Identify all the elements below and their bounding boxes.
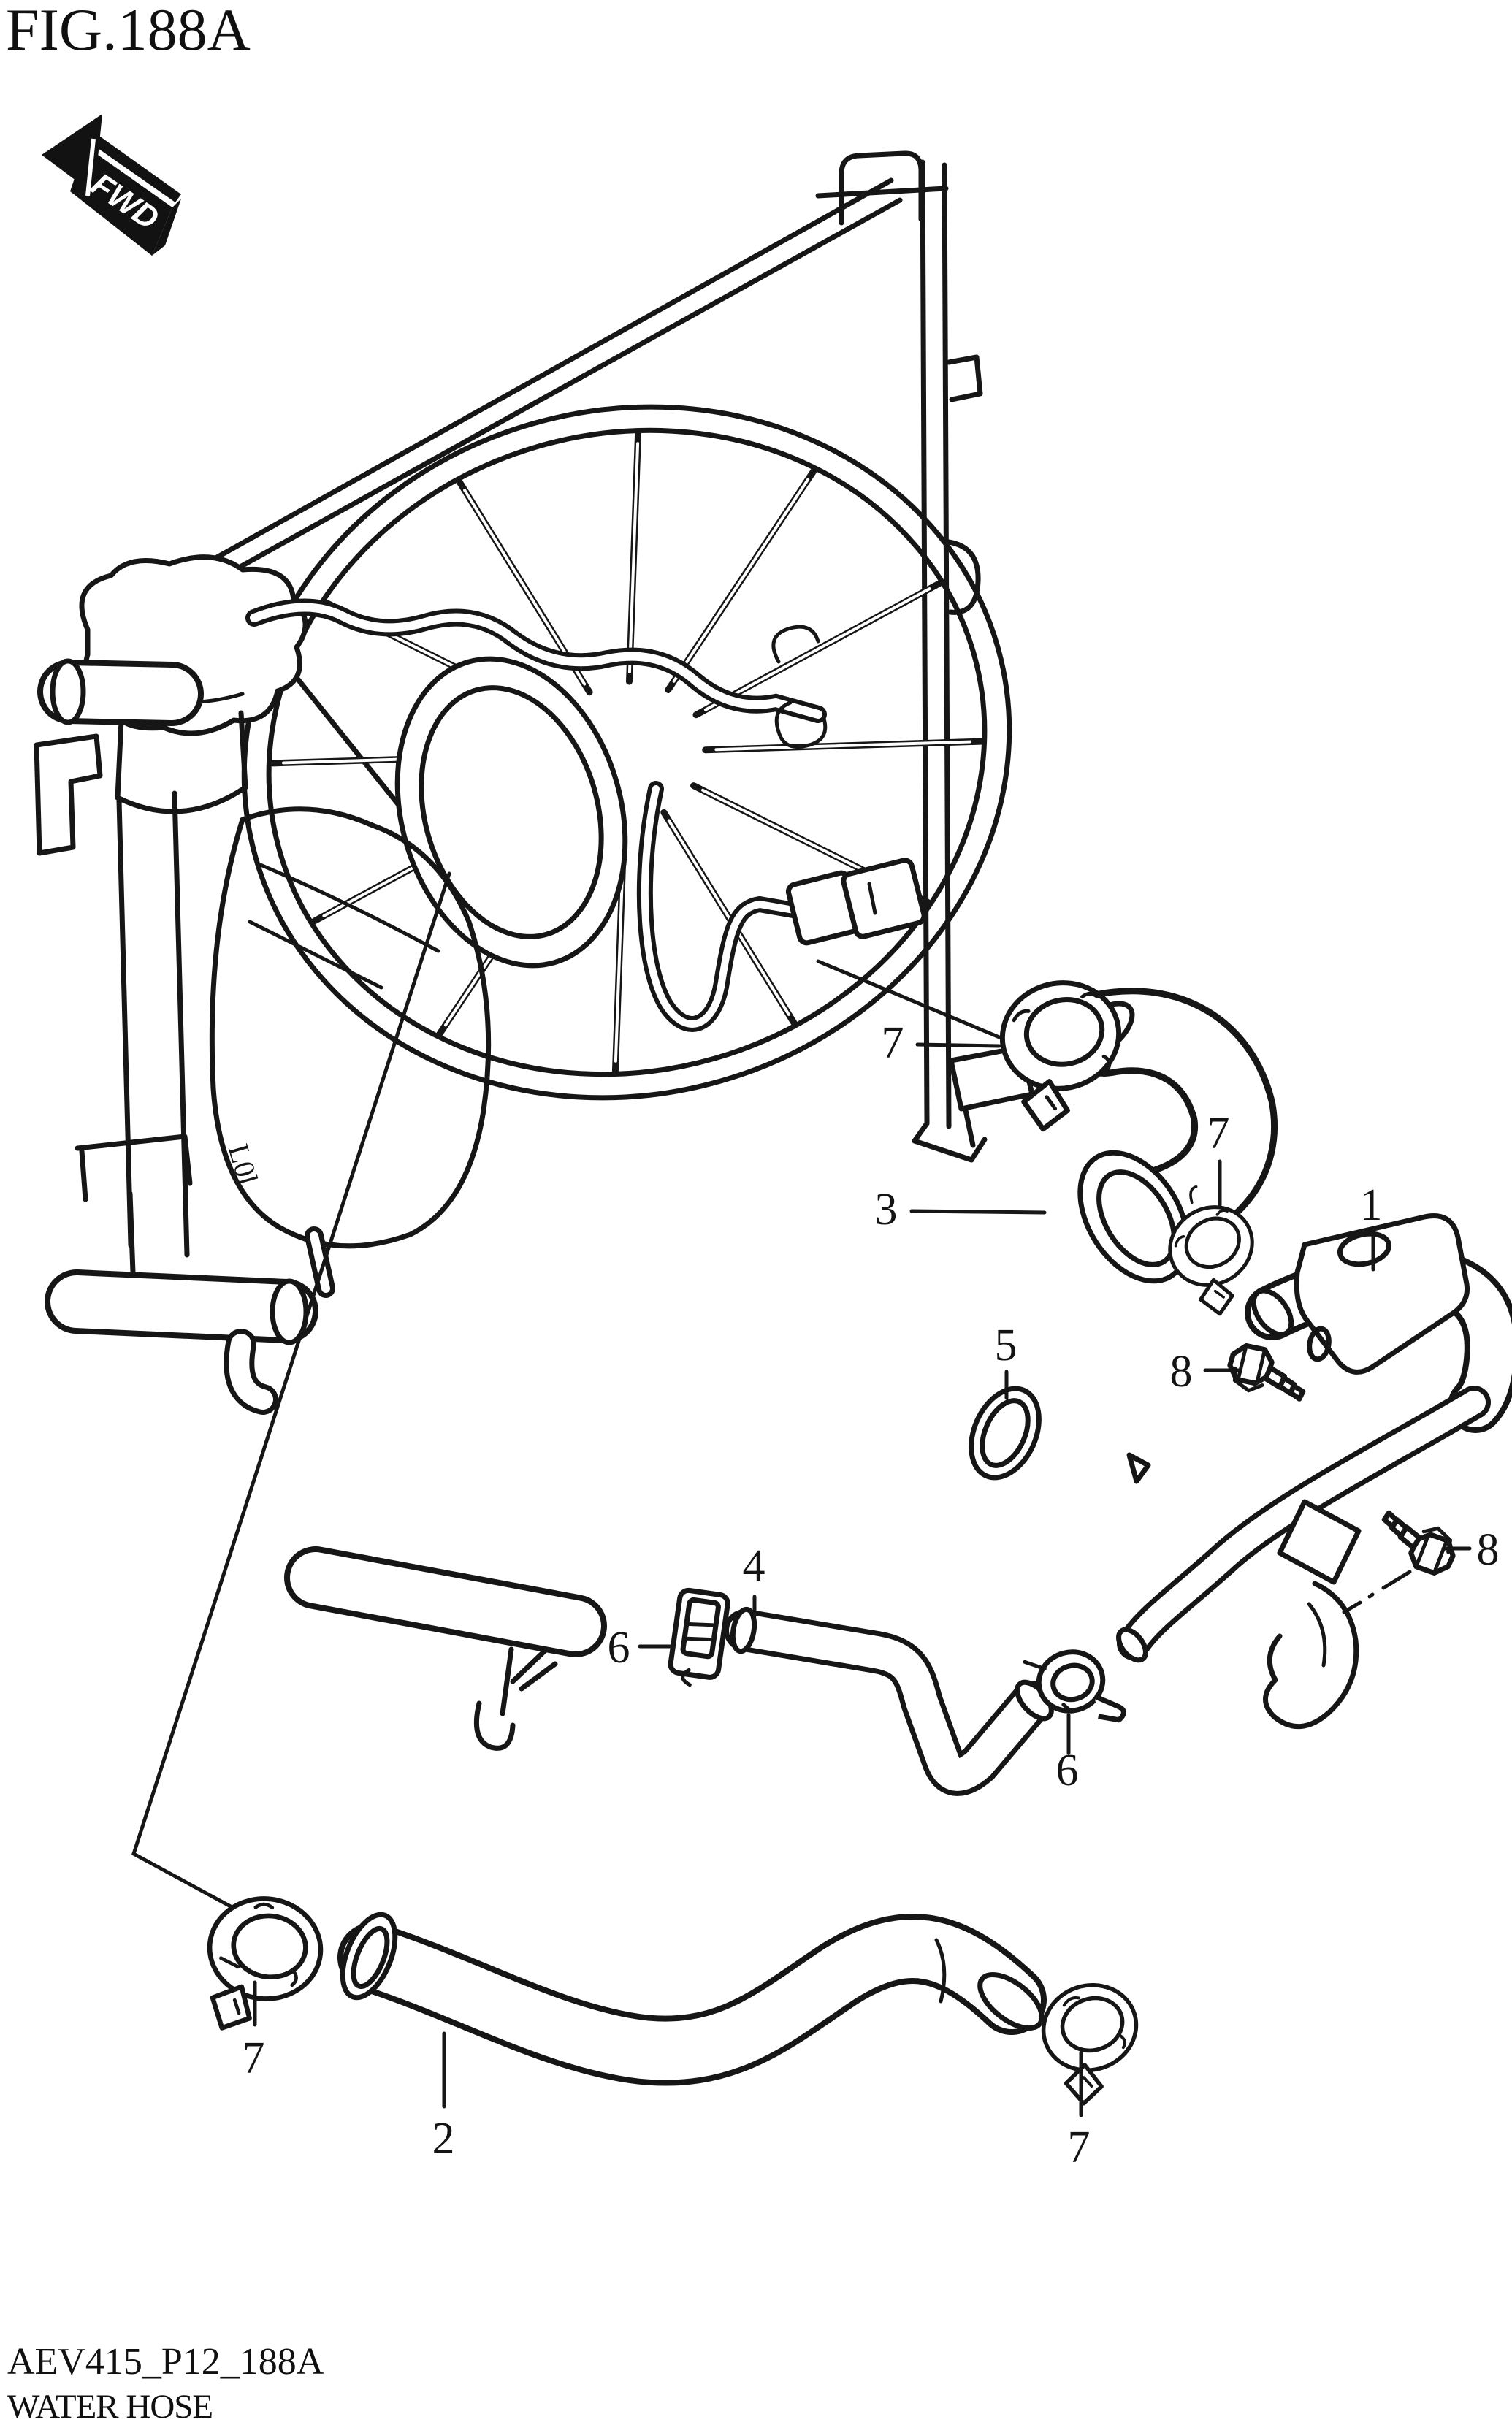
shroud-right-foot: [912, 1120, 988, 1163]
heater-hose-left-mouth: [730, 1606, 757, 1654]
water-pipe-1-assembly: [1116, 1213, 1512, 1729]
hose-clamp-7d: [1041, 1982, 1139, 2106]
callout-3-elbow-hose: 3: [875, 1185, 898, 1234]
callout-7-hose2-clamp-left: 7: [243, 2033, 265, 2083]
callout-2-radiator-hose: 2: [432, 2114, 455, 2164]
lower-crossmember: [284, 1546, 607, 1751]
shroud-right-tabs: [946, 354, 983, 615]
overflow-hose-clip: [771, 625, 828, 749]
fwd-arrow-icon: FWD: [42, 114, 181, 256]
pipe-upper-bracket: [1294, 1213, 1470, 1375]
fan-shroud-ring-outer: [241, 404, 1012, 1101]
radiator-shroud-assembly: L0l: [34, 150, 1035, 1751]
pipe-bracket-hook: [1263, 1581, 1359, 1729]
reservoir-level-marking: L0l: [222, 1140, 265, 1188]
fan-spokes: [269, 430, 985, 1074]
callout-4-heater-hose: 4: [743, 1541, 765, 1591]
radiator-left-fittings: [34, 658, 318, 1415]
radiator-top-edge: [207, 177, 903, 581]
filler-neck: [115, 710, 248, 814]
callout-8-bolt-upper: 8: [1170, 1347, 1193, 1397]
callout-7-pipe-clamp: 7: [1207, 1109, 1230, 1158]
shroud-right-member: [920, 159, 952, 1129]
leader-to-elbow-clamp: [816, 959, 1001, 1039]
heater-hose-4: [724, 1606, 1054, 1796]
fan-hub-outer: [394, 656, 628, 969]
fan-hub-inner: [419, 685, 604, 939]
fan-motor-wire: [636, 781, 927, 1032]
callout-labels: 7 3 7 1 5 8 8 4 6 6 7 2 7: [243, 1018, 1500, 2172]
drawing-code: AEV415_P12_188A: [7, 2341, 324, 2383]
flange-bolt-8b: [1381, 1510, 1456, 1576]
callout-6-clamp-left: 6: [608, 1623, 630, 1673]
part-group-title: WATER HOSE: [7, 2388, 213, 2425]
spring-clamp-6b: [1023, 1649, 1126, 1723]
page-title: FIG.188A: [6, 0, 251, 63]
hose2-right-mouth: [977, 1971, 1045, 2031]
spring-clamp-6a: [668, 1587, 730, 1687]
shroud-top-bar: [815, 186, 949, 199]
elbow-hose-mouth: [1077, 1150, 1190, 1284]
radiator-hose-2: [337, 1912, 1047, 2086]
flange-bolt-8a: [1227, 1343, 1306, 1402]
callout-5-o-ring: 5: [995, 1321, 1017, 1370]
pipe-inlet-mouth: [1251, 1288, 1294, 1337]
hose-clamp-7a: [999, 980, 1122, 1132]
callout-leaders: [253, 1042, 1472, 2117]
o-ring-5: [969, 1386, 1042, 1481]
callout-1-water-pipe: 1: [1360, 1180, 1383, 1230]
callout-7-elbow-clamp-upper: 7: [882, 1018, 904, 1068]
pipe-lower-bracket: [1277, 1499, 1362, 1585]
fan-shroud-ring-inner: [266, 427, 988, 1077]
wire-connector-b: [841, 858, 927, 939]
hose-clamp-7c: [207, 1896, 324, 2031]
callout-6-clamp-right: 6: [1056, 1746, 1079, 1795]
callout-7-hose2-clamp-right: 7: [1068, 2123, 1091, 2172]
bolt-dash-dot-leader: [1342, 1570, 1412, 1614]
callout-8-bolt-lower: 8: [1477, 1525, 1500, 1575]
overflow-hose: [245, 598, 828, 749]
pipe-tab: [1126, 1452, 1151, 1484]
hose-clamp-7b: [1168, 1185, 1254, 1316]
pipe-outlet-mouth: [1116, 1627, 1148, 1663]
shroud-top-hanger: [839, 150, 924, 226]
